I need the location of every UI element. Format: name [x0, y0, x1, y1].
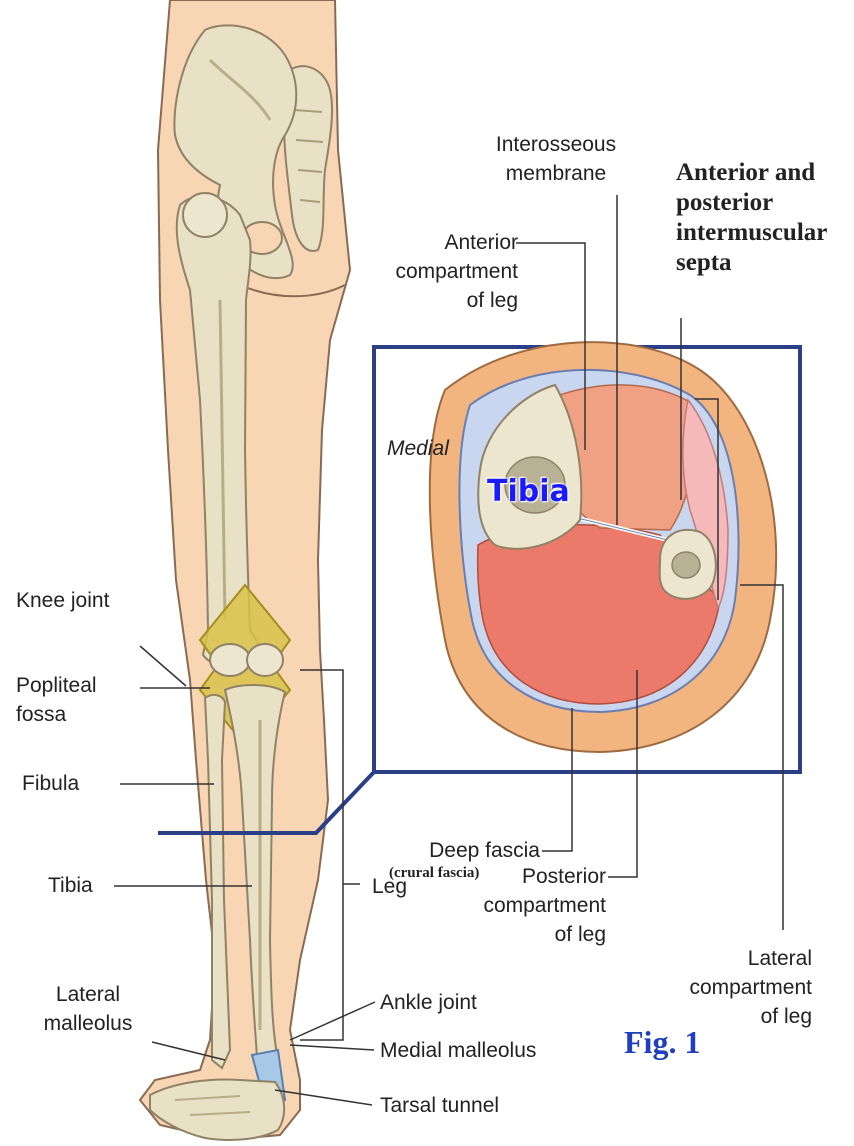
label-septa-line4: septa	[676, 248, 827, 278]
label-septa-line1: Anterior and	[676, 158, 827, 188]
label-lateral-compartment: Lateral compartment of leg	[640, 946, 812, 1029]
label-medial-malleolus: Medial malleolus	[380, 1038, 536, 1063]
label-anterior-line3: of leg	[338, 288, 518, 313]
label-fibula: Fibula	[22, 771, 79, 796]
label-ankle-joint: Ankle joint	[380, 990, 477, 1015]
label-lateral-comp-line2: compartment	[640, 975, 812, 1000]
label-popliteal-line1: Popliteal	[16, 673, 97, 698]
label-tarsal-tunnel: Tarsal tunnel	[380, 1093, 499, 1118]
foot-bones	[150, 1080, 284, 1140]
label-septa-line2: posterior	[676, 188, 827, 218]
label-posterior-compartment: Posterior compartment of leg	[400, 864, 606, 947]
label-lateral-malleolus-line1: Lateral	[24, 982, 152, 1007]
label-anterior-line2: compartment	[338, 259, 518, 284]
label-figure-number: Fig. 1	[624, 1030, 700, 1055]
label-leg: Leg	[372, 874, 407, 899]
label-popliteal-line2: fossa	[16, 702, 97, 727]
label-tibia-leg: Tibia	[48, 873, 93, 898]
label-popliteal-fossa: Popliteal fossa	[16, 673, 97, 727]
label-interosseous-membrane: Interosseous membrane	[468, 132, 644, 186]
label-posterior-line2: compartment	[400, 893, 606, 918]
leader-knee-joint	[140, 646, 186, 686]
label-posterior-line1: Posterior	[400, 864, 606, 889]
label-interosseous-line1: Interosseous	[468, 132, 644, 157]
label-lateral-comp-line1: Lateral	[640, 946, 812, 971]
leader-medial-malleolus	[290, 1045, 374, 1050]
label-intermuscular-septa: Anterior and posterior intermuscular sep…	[676, 158, 827, 278]
label-anterior-compartment: Anterior compartment of leg	[338, 230, 518, 313]
label-anterior-line1: Anterior	[338, 230, 518, 255]
label-interosseous-line2: membrane	[468, 161, 644, 186]
label-lateral-malleolus: Lateral malleolus	[24, 982, 152, 1036]
label-posterior-line3: of leg	[400, 922, 606, 947]
label-deep-fascia: Deep fascia	[360, 838, 540, 863]
label-medial: Medial	[387, 436, 449, 461]
leader-ankle-joint	[290, 1002, 375, 1040]
label-septa-line3: intermuscular	[676, 218, 827, 248]
label-tibia-cross-section: Tibia	[487, 475, 570, 509]
label-lateral-malleolus-line2: malleolus	[24, 1011, 152, 1036]
label-knee-joint: Knee joint	[16, 588, 109, 613]
